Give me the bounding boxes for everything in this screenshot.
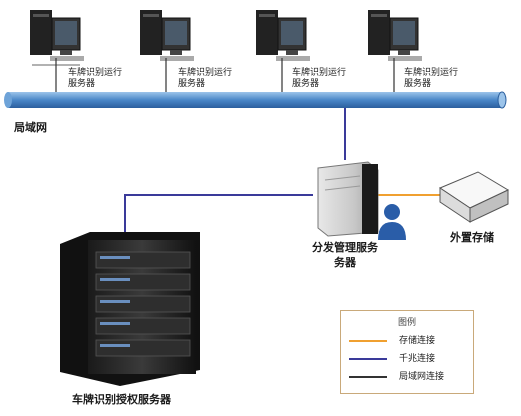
client-server-label-line1: 车牌识别运行 (404, 68, 459, 78)
legend-label-gigabit: 千兆连接 (399, 354, 436, 364)
legend-label-lan: 局域网连接 (399, 372, 445, 382)
client-workstation-3 (256, 10, 310, 61)
client-server-label-4: 车牌识别运行 服务器 (404, 68, 458, 90)
client-server-label-line2: 服务器 (292, 79, 320, 89)
client-server-label-line2: 服务器 (68, 79, 96, 89)
lan-bus (4, 91, 507, 109)
client-server-label-3: 车牌识别运行 服务器 (292, 68, 346, 90)
legend-swatch-storage (349, 340, 387, 342)
client-workstation-4 (368, 10, 422, 61)
user-icon (378, 204, 406, 240)
external-storage-label: 外置存储 (450, 231, 494, 244)
legend-item-storage: 存储连接 (349, 333, 469, 347)
client-workstation-2 (140, 10, 194, 61)
lan-label: 局域网 (14, 121, 47, 134)
client-server-label-line1: 车牌识别运行 (178, 68, 233, 78)
legend-item-lan: 局域网连接 (349, 369, 469, 383)
client-server-label-1: 车牌识别运行 服务器 (68, 68, 122, 90)
license-server-label: 车牌识别授权服务器 (72, 393, 171, 406)
external-storage-device (438, 171, 510, 223)
legend-item-gigabit: 千兆连接 (349, 351, 469, 365)
legend-label-storage: 存储连接 (399, 336, 436, 346)
distribution-server-label: 分发管理服务 务器 (300, 240, 390, 270)
distribution-server (317, 161, 379, 237)
client-server-label-line2: 服务器 (404, 79, 432, 89)
client-server-label-2: 车牌识别运行 服务器 (178, 68, 232, 90)
legend-title: 图例 (397, 318, 416, 328)
client-server-label-line2: 服务器 (178, 79, 206, 89)
license-server-rack (60, 232, 200, 386)
client-server-label-line1: 车牌识别运行 (68, 68, 123, 78)
client-server-label-line1: 车牌识别运行 (292, 68, 347, 78)
distribution-server-label-line1: 分发管理服务 (312, 241, 378, 254)
gigabit-link-line (124, 194, 313, 245)
distribution-server-label-line2: 务器 (334, 256, 356, 269)
legend-swatch-gigabit (349, 358, 387, 360)
client-workstation-1 (30, 10, 84, 66)
legend: 图例 存储连接 千兆连接 局域网连接 (340, 310, 474, 394)
legend-swatch-lan (349, 376, 387, 378)
